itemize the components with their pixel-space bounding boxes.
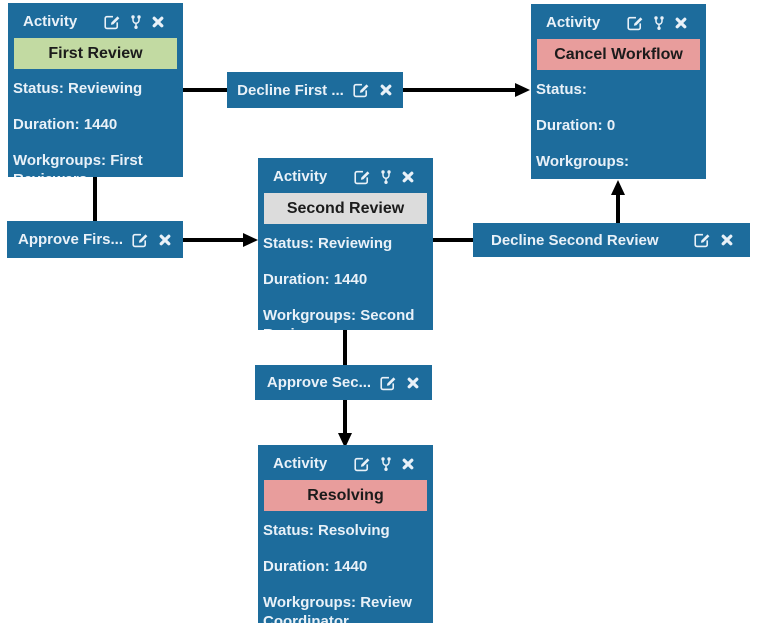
- edit-icon[interactable]: [354, 169, 371, 185]
- node-type-label: Activity: [273, 168, 328, 185]
- arrowhead-into-cancel-bottom: [611, 180, 625, 195]
- node-header-icons: [627, 15, 688, 31]
- activity-node-second-review[interactable]: Activity Second Review Status: Reviewing…: [258, 158, 433, 330]
- activity-title: First Review: [14, 38, 177, 69]
- node-type-label: Activity: [546, 14, 601, 31]
- activity-node-first-review[interactable]: Activity First Review Status: Reviewing …: [8, 3, 183, 177]
- workgroups-line: Workgroups: First Reviewers: [13, 151, 143, 177]
- activity-title: Second Review: [264, 193, 427, 224]
- close-icon[interactable]: [379, 83, 393, 97]
- edit-icon[interactable]: [353, 82, 370, 98]
- workgroups-line: Workgroups: Second Reviewers: [263, 306, 415, 330]
- edit-icon[interactable]: [354, 456, 371, 472]
- edit-icon[interactable]: [627, 15, 644, 31]
- close-icon[interactable]: [401, 170, 415, 184]
- node-type-label: Activity: [23, 13, 78, 30]
- transition-label: Decline Second Review: [491, 231, 659, 249]
- arrowhead-into-cancel-left: [515, 83, 530, 97]
- node-header: Activity: [258, 158, 433, 193]
- edit-icon[interactable]: [104, 14, 121, 30]
- code-fork-icon[interactable]: [380, 169, 392, 185]
- node-header-icons: [354, 169, 415, 185]
- close-icon[interactable]: [158, 233, 172, 247]
- node-header: Activity: [258, 445, 433, 480]
- transition-label: Approve Sec...: [266, 374, 372, 391]
- transition-label: Approve Firs...: [17, 231, 124, 248]
- node-header-icons: [104, 14, 165, 30]
- activity-node-resolving[interactable]: Activity Resolving Status: Resolving Dur…: [258, 445, 433, 623]
- activity-node-cancel-workflow[interactable]: Activity Cancel Workflow Status: Duratio…: [531, 4, 706, 179]
- node-type-label: Activity: [273, 455, 328, 472]
- status-line: Status:: [536, 81, 587, 98]
- edit-icon[interactable]: [380, 375, 397, 391]
- duration-line: Duration: 0: [536, 116, 616, 134]
- edit-icon[interactable]: [132, 232, 149, 248]
- transition-approve-first[interactable]: Approve Firs...: [7, 221, 183, 258]
- edit-icon[interactable]: [694, 232, 711, 248]
- close-icon[interactable]: [401, 457, 415, 471]
- status-line: Status: Reviewing: [13, 80, 143, 97]
- activity-title: Cancel Workflow: [537, 39, 700, 70]
- node-body: Status: Reviewing Duration: 1440 Workgro…: [258, 224, 433, 330]
- duration-line: Duration: 1440: [13, 115, 118, 133]
- transition-approve-second[interactable]: Approve Sec...: [255, 365, 432, 400]
- duration-line: Duration: 1440: [263, 270, 368, 288]
- code-fork-icon[interactable]: [130, 14, 142, 30]
- node-body: Status: Reviewing Duration: 1440 Workgro…: [8, 69, 183, 177]
- node-body: Status: Duration: 0 Workgroups:: [531, 70, 706, 172]
- transition-label: Decline First ...: [237, 81, 344, 99]
- arrowhead-into-second-review-left: [243, 233, 258, 247]
- duration-line: Duration: 1440: [263, 557, 368, 575]
- code-fork-icon[interactable]: [653, 15, 665, 31]
- close-icon[interactable]: [151, 15, 165, 29]
- status-line: Status: Reviewing: [263, 235, 393, 252]
- code-fork-icon[interactable]: [380, 456, 392, 472]
- transition-decline-second[interactable]: Decline Second Review: [473, 223, 750, 257]
- node-body: Status: Resolving Duration: 1440 Workgro…: [258, 511, 433, 623]
- node-header-icons: [354, 456, 415, 472]
- workgroups-line: Workgroups: Review Coordinator: [263, 593, 412, 623]
- transition-decline-first[interactable]: Decline First ...: [227, 72, 403, 108]
- node-header: Activity: [531, 4, 706, 39]
- close-icon[interactable]: [406, 376, 420, 390]
- status-line: Status: Resolving: [263, 522, 390, 539]
- close-icon[interactable]: [720, 233, 734, 247]
- close-icon[interactable]: [674, 16, 688, 30]
- activity-title: Resolving: [264, 480, 427, 511]
- node-header: Activity: [8, 3, 183, 38]
- workgroups-line: Workgroups:: [536, 152, 630, 170]
